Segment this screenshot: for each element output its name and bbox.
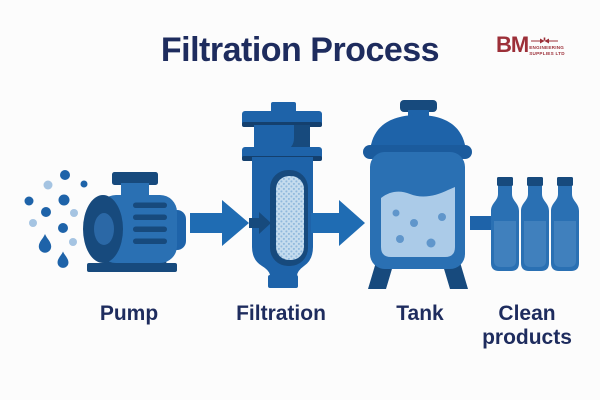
bottle-icon bbox=[521, 177, 549, 271]
page-title: Filtration Process bbox=[160, 31, 440, 69]
label-pump: Pump bbox=[99, 302, 159, 325]
pump-illustration bbox=[83, 172, 186, 272]
tank-illustration bbox=[363, 100, 472, 289]
label-filtration: Filtration bbox=[236, 302, 326, 325]
logo-line1: ENGINEERING bbox=[529, 45, 565, 50]
bottle-icon bbox=[551, 177, 579, 271]
logo-bm-text: BM bbox=[496, 32, 529, 57]
valve-icon bbox=[531, 37, 559, 44]
label-clean-products: Clean products bbox=[482, 302, 572, 349]
filter-vessel-illustration bbox=[242, 102, 322, 288]
bottle-icon bbox=[491, 177, 519, 271]
filter-cartridge-icon bbox=[276, 176, 304, 260]
inlet-arrow-icon bbox=[249, 212, 271, 234]
flow-arrow-icon bbox=[311, 200, 365, 246]
water-drop-icon bbox=[38, 234, 52, 253]
bottles-illustration bbox=[491, 177, 579, 271]
label-tank: Tank bbox=[396, 302, 444, 325]
tank-liquid bbox=[381, 187, 455, 257]
water-droplets-icon bbox=[24, 170, 88, 268]
company-logo: BM ENGINEERING SUPPLIES LTD bbox=[496, 32, 565, 57]
water-drop-icon bbox=[57, 251, 69, 268]
flow-arrow-icon bbox=[190, 200, 249, 246]
outlet-connector bbox=[470, 216, 491, 230]
logo-line2: SUPPLIES LTD bbox=[529, 50, 565, 56]
